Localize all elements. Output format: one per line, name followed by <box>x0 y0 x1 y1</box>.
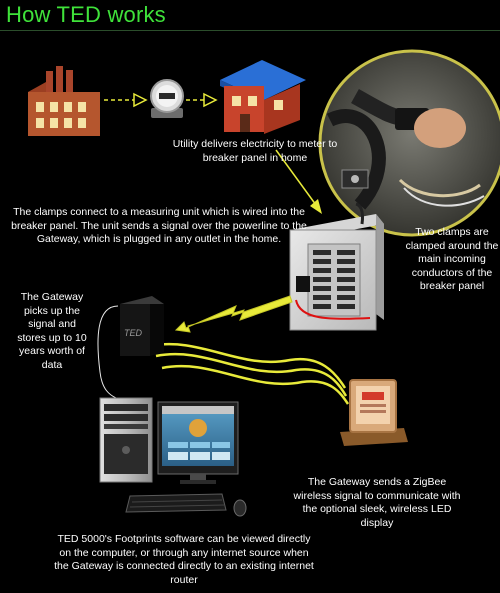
wireless-led-display-icon <box>340 379 408 446</box>
gateway-device-label: TED <box>124 328 143 338</box>
computer-tower-icon <box>99 397 153 483</box>
mouse-icon <box>233 499 247 517</box>
page-title: How TED works <box>6 2 166 27</box>
powerline-signal-bolt <box>174 295 293 333</box>
caption-two-clamps: Two clamps are clamped around the main i… <box>405 226 499 292</box>
caption-gateway-stores-data: The Gateway picks up the signal and stor… <box>17 291 87 371</box>
arrow-house-to-panel <box>275 149 322 214</box>
breaker-panel-icon <box>289 202 384 331</box>
zigbee-wireless-waves <box>149 342 350 405</box>
clamp-photo <box>318 49 500 237</box>
caption-utility-delivers: Utility delivers electricity to meter to… <box>172 138 338 164</box>
house-icon <box>220 60 306 134</box>
factory-icon <box>28 66 100 136</box>
title-divider <box>0 30 500 31</box>
computer-monitor-icon <box>157 401 239 484</box>
gateway-to-computer-cable <box>97 305 119 399</box>
gateway-device-icon: TED <box>120 296 164 356</box>
caption-zigbee-signal: The Gateway sends a ZigBee wireless sign… <box>293 476 461 529</box>
keyboard-icon <box>125 493 227 513</box>
electric-meter-icon <box>150 79 184 118</box>
caption-clamps-measuring-unit: The clamps connect to a measuring unit w… <box>11 206 307 245</box>
arrow-meter-to-house <box>186 92 218 108</box>
arrow-factory-to-meter <box>104 92 148 108</box>
caption-footprints-software: TED 5000's Footprints software can be vi… <box>54 533 314 586</box>
